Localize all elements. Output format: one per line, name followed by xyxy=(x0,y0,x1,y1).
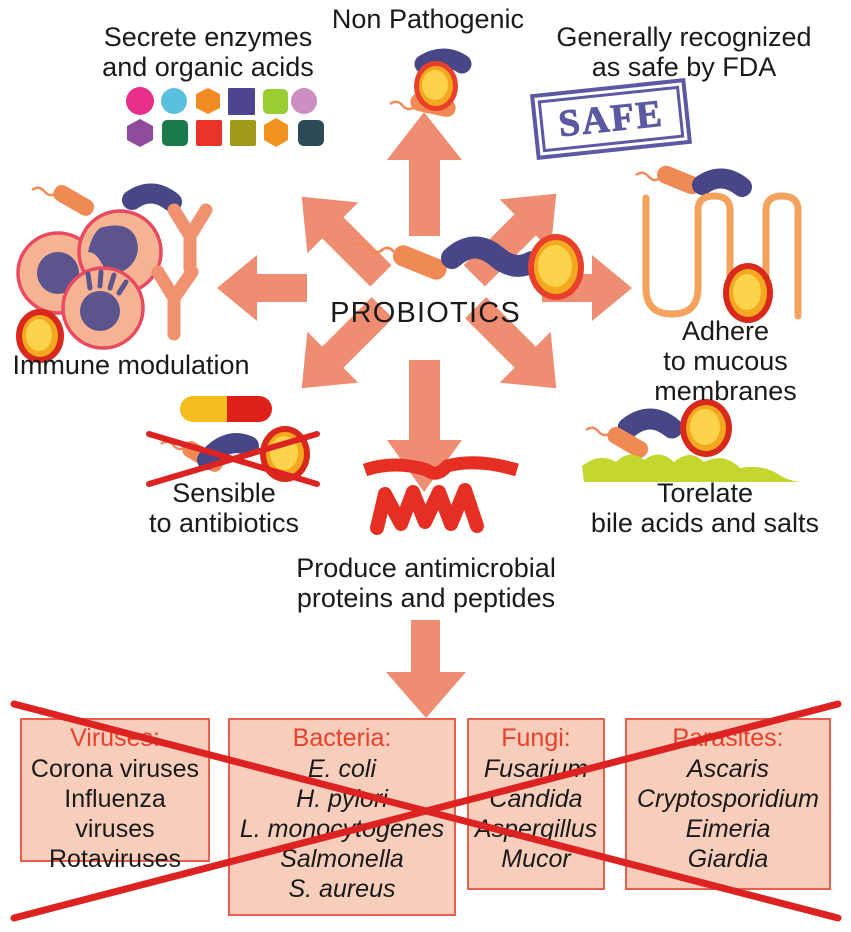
pathogen-list-item: Corona viruses xyxy=(30,754,200,783)
mucous-membrane-villi-icon xyxy=(642,192,802,323)
rod-bacterium-with-flagellum-icon xyxy=(31,185,95,216)
label-adhere-to-mucous-membranes: Adhere to mucous membranes xyxy=(654,316,797,407)
curved-bacillus-icon xyxy=(197,433,259,470)
label-non-pathogenic: Non Pathogenic xyxy=(331,4,525,34)
antimicrobial-peptide-squiggle-icon xyxy=(362,456,519,535)
curved-bacillus-icon xyxy=(122,183,182,212)
yeast-cell-icon xyxy=(528,234,584,300)
safe-stamp-label: SAFE xyxy=(556,92,666,146)
arrow-left-immune xyxy=(217,255,307,321)
arrow-down-right-bile xyxy=(465,297,557,389)
sensible-to-antibiotics-cluster xyxy=(146,396,320,487)
curved-bacillus-icon xyxy=(617,408,683,439)
red-cross-out-icon xyxy=(146,431,320,487)
immune-cell-icon xyxy=(61,266,145,350)
bile-layer-icon xyxy=(582,454,804,482)
label-immune-modulation: Immune modulation xyxy=(12,350,250,380)
curved-bacillus-icon xyxy=(414,48,472,74)
arrow-down-left-antibiotics xyxy=(301,297,393,389)
curved-bacillus-icon xyxy=(441,236,543,277)
non-pathogenic-microbe-cluster xyxy=(389,48,472,117)
pathogen-list-item: Influenza viruses xyxy=(64,784,166,843)
pathogen-box-header: Fungi: xyxy=(501,724,571,752)
arrow-up-non-pathogenic xyxy=(387,112,462,236)
pathogen-list-item: Salmonella xyxy=(280,844,404,873)
pathogen-list-item: Eimeria xyxy=(685,814,771,843)
label-torelate-bile-acids: Torelate bile acids and salts xyxy=(590,478,820,539)
pathogen-list-item: E. coli xyxy=(307,754,377,783)
immune-modulation-cluster xyxy=(16,183,213,363)
rod-bacterium-with-flagellum-icon xyxy=(353,242,447,280)
curved-bacillus-icon xyxy=(692,168,752,197)
pathogen-list-item: L. monocytogenes xyxy=(239,814,445,843)
label-generally-recognized-as-safe: Generally recognized as safe by FDA xyxy=(556,22,812,83)
gras-microbe-cluster xyxy=(635,165,752,197)
enzyme-molecule-shapes-icon xyxy=(126,87,324,147)
pathogen-list-item: Giardia xyxy=(687,844,769,873)
pathogen-list-item: Ascaris xyxy=(687,754,769,783)
label-sensible-to-antibiotics: Sensible to antibiotics xyxy=(148,478,300,539)
yeast-cell-icon xyxy=(16,309,64,363)
capsule-pill-icon xyxy=(180,396,272,422)
arrow-up-left-secrete xyxy=(301,196,392,287)
antibody-y-icon xyxy=(151,265,199,341)
yeast-cell-icon xyxy=(723,263,773,323)
label-secrete-enzymes: Secrete enzymes and organic acids xyxy=(102,22,314,83)
rod-bacterium-with-flagellum-icon xyxy=(585,426,649,458)
antibody-y-icon xyxy=(167,203,213,275)
torelate-bile-cluster xyxy=(582,399,804,482)
yeast-cell-icon xyxy=(680,399,732,457)
label-produce-antimicrobial-proteins: Produce antimicrobial proteins and pepti… xyxy=(296,553,556,614)
pathogen-list-item: Fusarium xyxy=(483,754,589,783)
pathogen-box-header: Bacteria: xyxy=(292,724,392,752)
yeast-cell-icon xyxy=(414,61,458,111)
arrow-up-right-gras xyxy=(463,193,557,287)
pathogen-list-item: S. aureus xyxy=(288,874,396,903)
arrow-down-antimicrobial xyxy=(387,360,462,492)
pathogen-list-item: Cryptosporidium xyxy=(636,784,819,813)
page-title: PROBIOTICS xyxy=(330,297,521,329)
arrow-right-adhere xyxy=(542,255,632,321)
rod-bacterium-with-flagellum-icon xyxy=(635,165,701,195)
pathogen-list-item: Rotaviruses xyxy=(49,844,181,873)
arrow-down-to-pathogens xyxy=(386,620,466,718)
pathogen-box-header: Parasites: xyxy=(672,724,784,752)
center-microbe-cluster xyxy=(353,234,584,300)
red-cross-out-icon xyxy=(10,700,842,922)
